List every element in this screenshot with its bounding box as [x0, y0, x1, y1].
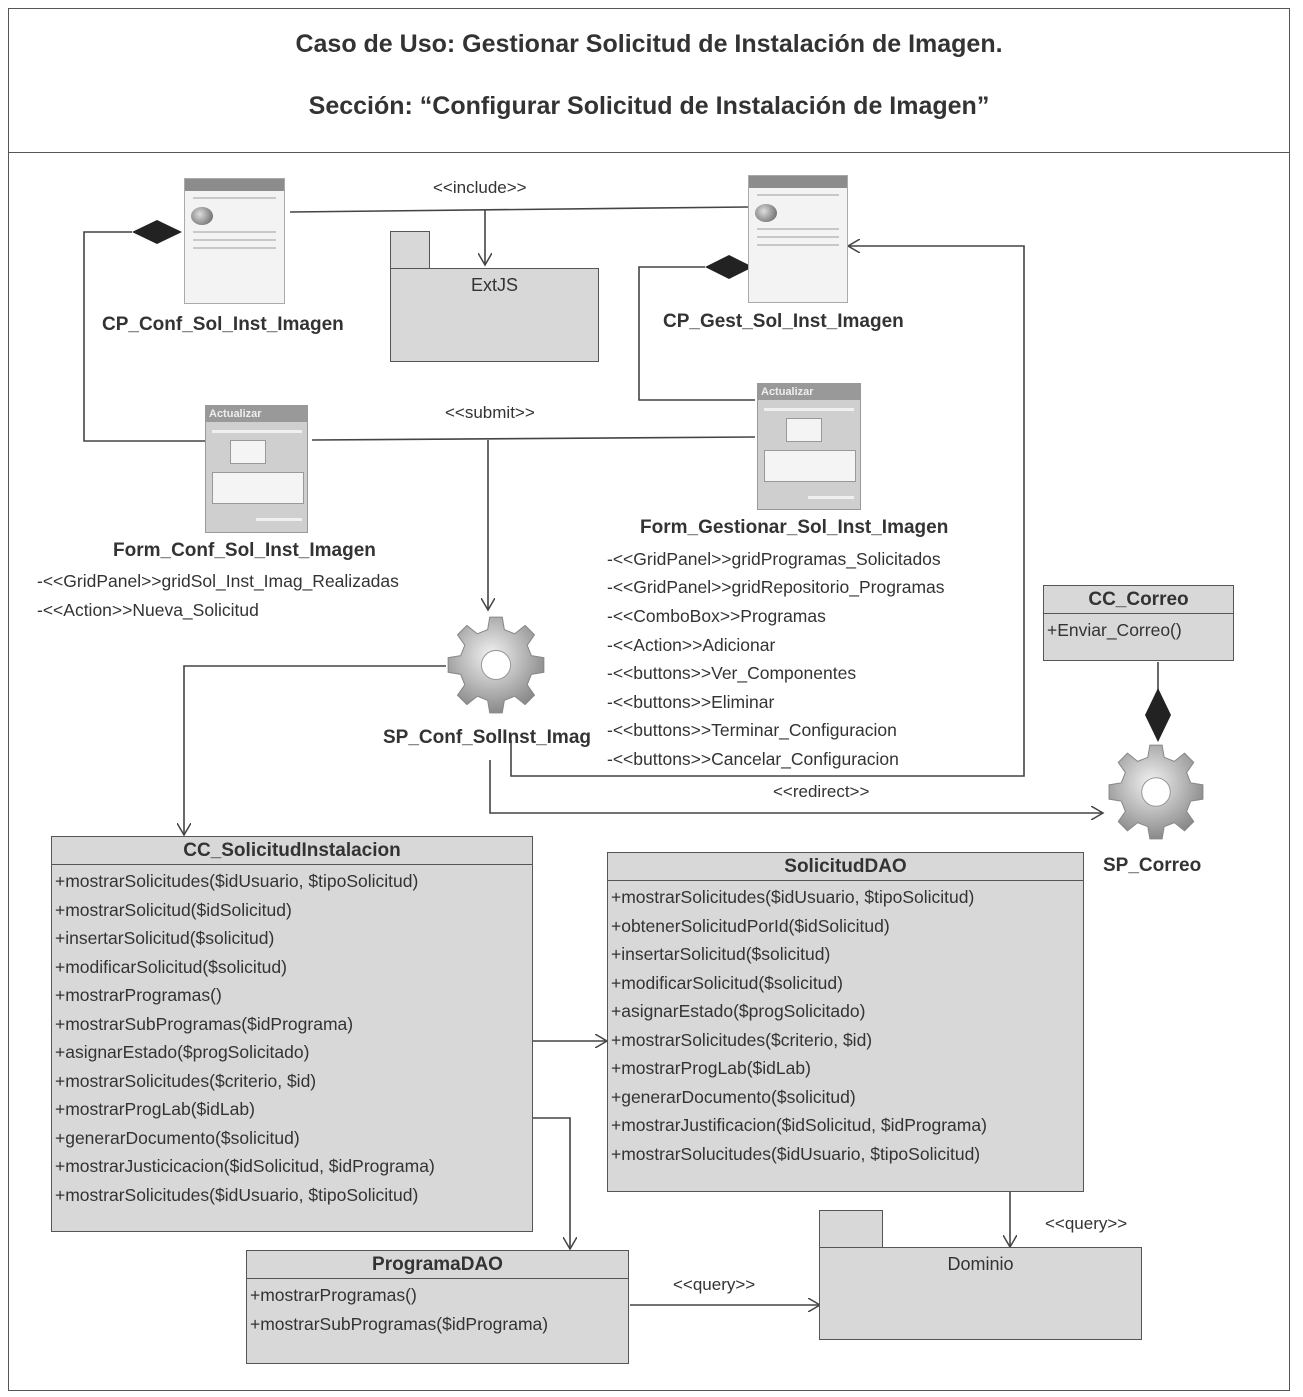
form-gest-attr-7: -<<buttons>>Terminar_Configuracion: [607, 720, 897, 740]
form-conf-attr-2: -<<Action>>Nueva_Solicitud: [37, 600, 259, 620]
class-cc-solicitud-op: +modificarSolicitud($solicitud): [55, 956, 287, 977]
form-gest-attr-8: -<<buttons>>Cancelar_Configuracion: [607, 749, 899, 769]
class-solicitud-dao-title: SolicitudDAO: [608, 853, 1083, 881]
class-cc-solicitud-op: +insertarSolicitud($solicitud): [55, 928, 275, 948]
class-cc-solicitud-title: CC_SolicitudInstalacion: [52, 837, 532, 865]
dominio-package-tab: [819, 1210, 883, 1250]
form-gest-attr-3: -<<ComboBox>>Programas: [607, 606, 826, 626]
diagram-section: Sección: “Configurar Solicitud de Instal…: [308, 92, 990, 120]
conf-aggregation-line: [83, 231, 205, 442]
diagram-frame: [8, 8, 1290, 1391]
sp-to-cc-link: [184, 665, 446, 835]
page-gest-name: CP_Gest_Sol_Inst_Imagen: [663, 311, 904, 332]
query-label-dominio: <<query>>: [1045, 1214, 1128, 1233]
class-cc-solicitud-instalacion: CC_SolicitudInstalacion +mostrarSolicitu…: [51, 836, 533, 1232]
submit-label: <<submit>>: [445, 403, 535, 422]
class-programa-dao-op: +mostrarSubProgramas($idPrograma): [250, 1313, 549, 1334]
query-label-programa: <<query>>: [673, 1275, 756, 1294]
cc-to-programadao: [533, 1117, 570, 1249]
sp-correo-name: SP_Correo: [1103, 855, 1202, 876]
form-gest-attr-5: -<<buttons>>Ver_Componentes: [607, 663, 857, 683]
class-programa-dao-title: ProgramaDAO: [247, 1251, 628, 1279]
class-cc-solicitud-op: +generarDocumento($solicitud): [55, 1127, 300, 1148]
diagram-title: Caso de Uso: Gestionar Solicitud de Inst…: [295, 30, 1003, 58]
page-conf-name: CP_Conf_Sol_Inst_Imagen: [102, 314, 344, 335]
conf-aggregation-diamond: [132, 220, 182, 244]
header-separator: [8, 152, 1290, 153]
submit-link: [311, 436, 756, 441]
extjs-package-tab: [390, 231, 430, 271]
form-gest-attr-1: -<<GridPanel>>gridProgramas_Solicitados: [607, 549, 941, 569]
class-solicitud-dao-op: +mostrarSolucitudes($idUsuario, $tipoSol…: [611, 1143, 981, 1164]
class-cc-solicitud-op: +asignarEstado($progSolicitado): [55, 1042, 310, 1062]
form-gest-name: Form_Gestionar_Sol_Inst_Imagen: [640, 517, 949, 538]
class-cc-correo-title: CC_Correo: [1044, 586, 1233, 614]
class-solicitud-dao-op: +mostrarProgLab($idLab): [611, 1058, 811, 1078]
class-solicitud-dao-op: +mostrarJustificacion($idSolicitud, $idP…: [611, 1115, 987, 1135]
sp-conf-name: SP_Conf_SolInst_Imag: [383, 727, 591, 748]
sp-conf-gear-icon: [447, 616, 545, 714]
class-solicitud-dao: SolicitudDAO +mostrarSolicitudes($idUsua…: [607, 852, 1084, 1192]
class-cc-solicitud-op: +mostrarSubProgramas($idPrograma): [55, 1013, 354, 1034]
extjs-package: ExtJS: [390, 268, 599, 362]
class-programa-dao: ProgramaDAO +mostrarProgramas() +mostrar…: [246, 1250, 629, 1364]
class-solicitud-dao-op: +mostrarSolicitudes($idUsuario, $tipoSol…: [611, 887, 975, 907]
form-conf-name: Form_Conf_Sol_Inst_Imagen: [113, 540, 376, 561]
include-label: <<include>>: [433, 178, 527, 197]
form-gest-attr-4: -<<Action>>Adicionar: [607, 635, 776, 655]
form-gest-icon-title: Actualizar: [758, 384, 860, 400]
class-solicitud-dao-op: +asignarEstado($progSolicitado): [611, 1001, 866, 1021]
form-conf-icon: Actualizar: [205, 405, 308, 533]
page-conf-icon: [184, 178, 285, 304]
dominio-package: Dominio: [819, 1247, 1142, 1340]
class-cc-solicitud-op: +mostrarSolicitudes($idUsuario, $tipoSol…: [55, 871, 419, 891]
redirect-loop: [510, 246, 1025, 777]
class-cc-solicitud-op: +mostrarProgLab($idLab): [55, 1099, 255, 1119]
redirect-label: <<redirect>>: [773, 782, 870, 801]
class-cc-solicitud-op: +mostrarSolicitudes($criterio, $id): [55, 1070, 317, 1091]
class-cc-solicitud-op: +mostrarJusticicacion($idSolicitud, $idP…: [55, 1156, 435, 1176]
class-cc-solicitud-op: +mostrarSolicitudes($idUsuario, $tipoSol…: [55, 1184, 419, 1205]
redirect-correo: [489, 760, 1103, 813]
form-gest-attr-2: -<<GridPanel>>gridRepositorio_Programas: [607, 577, 945, 597]
form-gest-icon: Actualizar: [757, 383, 861, 510]
form-conf-attr-1: -<<GridPanel>>gridSol_Inst_Imag_Realizad…: [37, 571, 399, 591]
sp-correo-gear-icon: [1108, 744, 1204, 840]
class-cc-solicitud-op: +mostrarSolicitud($idSolicitud): [55, 899, 292, 920]
include-link: [289, 206, 749, 213]
class-solicitud-dao-op: +generarDocumento($solicitud): [611, 1086, 856, 1107]
class-solicitud-dao-op: +mostrarSolicitudes($criterio, $id): [611, 1029, 873, 1050]
class-solicitud-dao-op: +modificarSolicitud($solicitud): [611, 972, 843, 993]
class-solicitud-dao-op: +insertarSolicitud($solicitud): [611, 944, 831, 964]
class-solicitud-dao-op: +obtenerSolicitudPorId($idSolicitud): [611, 915, 890, 936]
class-programa-dao-op: +mostrarProgramas(): [250, 1285, 417, 1305]
class-cc-solicitud-op: +mostrarProgramas(): [55, 985, 222, 1005]
form-gest-attr-6: -<<buttons>>Eliminar: [607, 692, 775, 712]
gest-aggregation-diamond: [705, 255, 753, 279]
correo-aggregation-diamond: [1145, 688, 1171, 742]
class-cc-correo: CC_Correo +Enviar_Correo(): [1043, 585, 1234, 661]
page-gest-icon: [748, 175, 848, 303]
form-conf-icon-title: Actualizar: [206, 406, 307, 422]
gest-aggregation-line: [638, 266, 755, 401]
class-cc-correo-op: +Enviar_Correo(): [1047, 620, 1182, 640]
